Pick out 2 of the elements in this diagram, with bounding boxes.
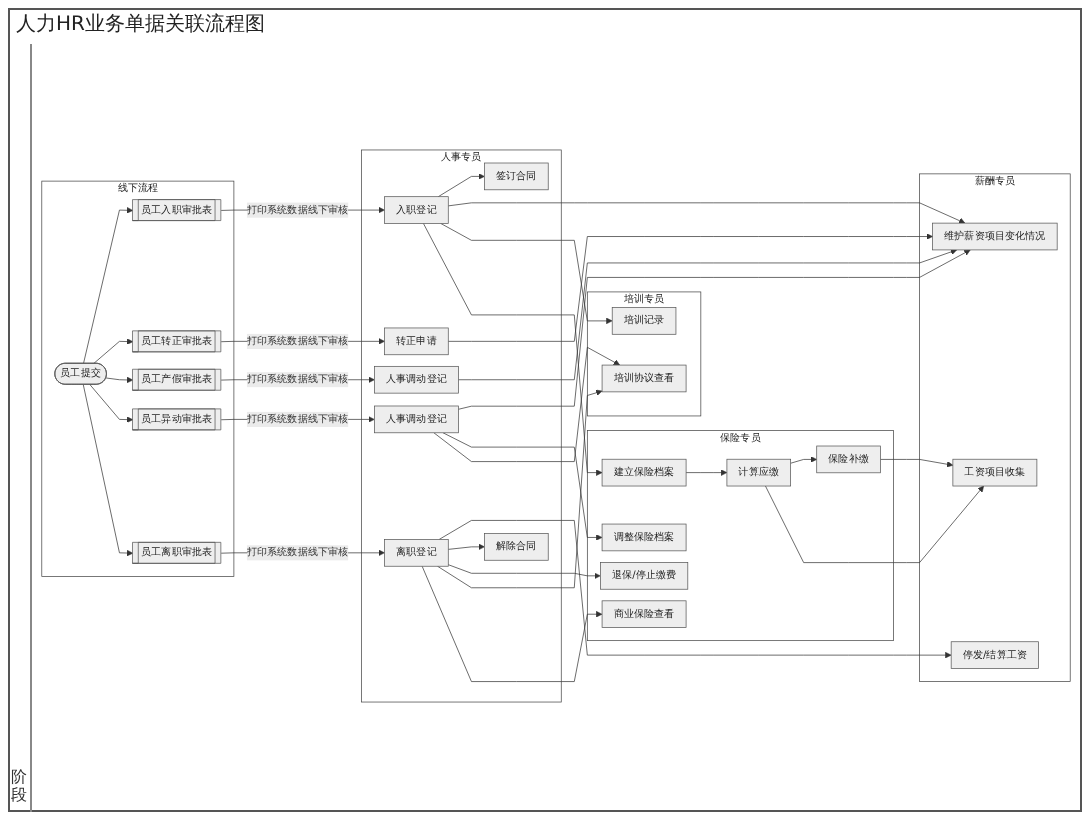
phase-label: 阶段 — [10, 768, 28, 804]
diagram-title: 人力HR业务单据关联流程图 — [16, 14, 265, 38]
